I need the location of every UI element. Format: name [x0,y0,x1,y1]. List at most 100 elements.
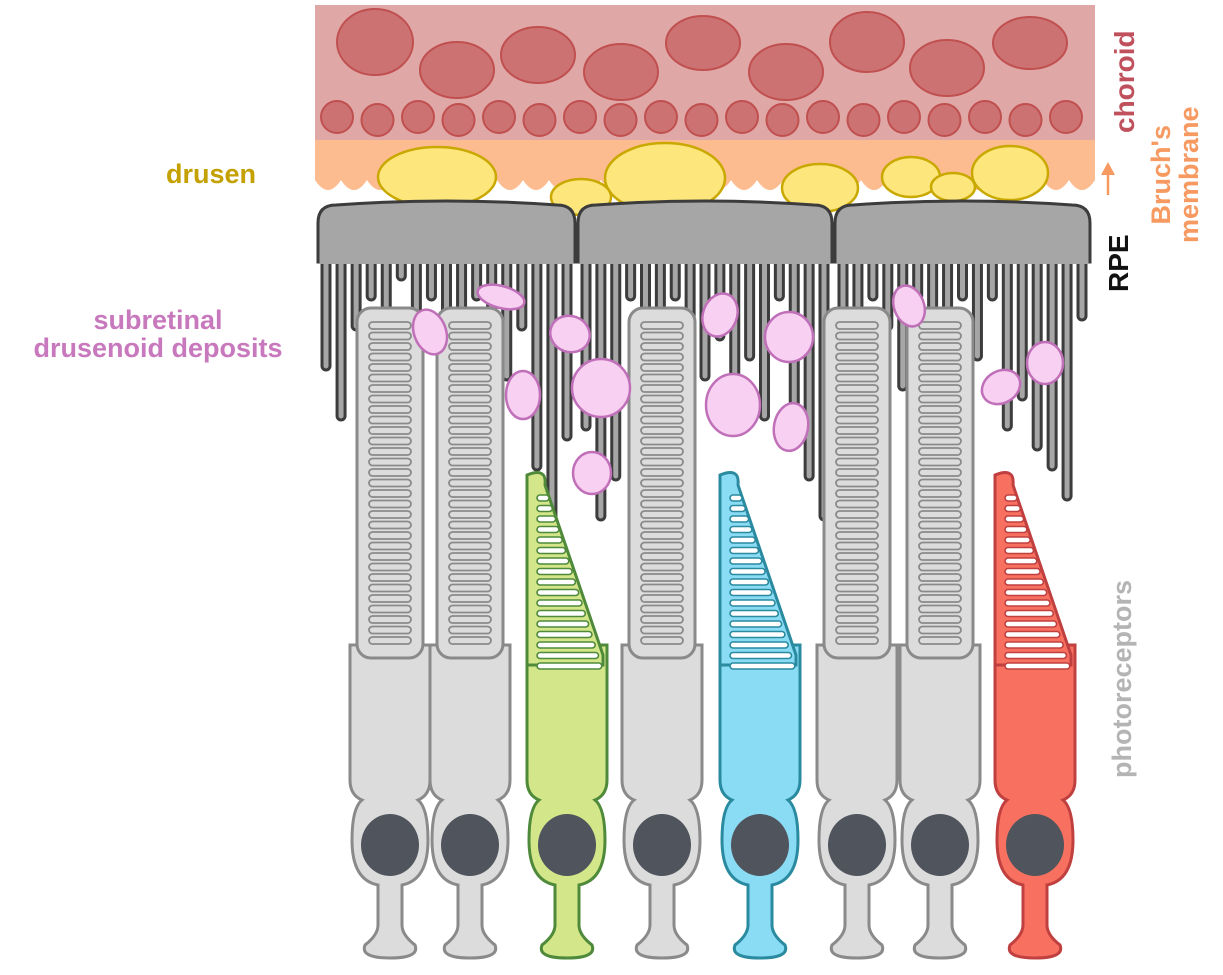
bruchs-membrane-label: Bruch's membrane [1147,106,1204,243]
druse [972,146,1048,200]
choroid-small-vessel [929,104,961,136]
cone-disc [537,600,582,606]
choroid-large-vessel [666,16,740,70]
cone-disc [730,611,778,617]
choroid-small-vessel [524,104,556,136]
rpe-microvillus [533,256,541,470]
photoreceptor-nucleus [441,814,499,876]
rpe-microvillus [805,256,813,480]
subretinal-deposits-label: subretinal drusenoid deposits [8,306,308,363]
cone-disc [537,516,556,522]
photoreceptor-nucleus [361,814,419,876]
bruchs-label-line2: membrane [1175,106,1203,243]
rpe-microvillus [1063,256,1071,500]
choroid-large-vessel [501,27,575,83]
choroid-large-vessel [337,9,413,75]
subretinal-drusenoid-deposit [765,312,813,362]
cone-disc [1005,632,1060,638]
cone-disc [730,495,742,501]
choroid-small-vessel [362,104,394,136]
rpe-cell-base [837,254,1089,264]
cone-disc [537,663,602,669]
cone-disc [1005,569,1040,575]
choroid-small-vessel [645,101,677,133]
cone-disc [537,611,585,617]
rod-cell [622,308,702,958]
cone-disc [730,632,785,638]
cone-green-cell [527,473,607,958]
cone-disc [537,537,562,543]
photoreceptor-nucleus [731,814,789,876]
photoreceptor-body [527,645,607,958]
photoreceptor-body [817,645,897,958]
choroid-large-vessel [993,17,1067,69]
cone-disc [730,621,782,627]
subretinal-drusenoid-deposit [706,374,760,436]
rpe-cell-body [578,201,832,262]
cone-disc [1005,527,1027,533]
cone-disc [730,548,759,554]
subretinal-label-line2: drusenoid deposits [8,334,308,362]
rod-cell [817,308,897,958]
photoreceptor-nucleus [828,814,886,876]
cone-disc [537,642,595,648]
rod-cell [900,308,980,958]
choroid-large-vessel [910,40,984,96]
rpe-cell-body [835,201,1090,262]
druse [931,173,975,201]
subretinal-drusenoid-deposit [572,359,630,417]
photoreceptor-body [430,645,510,958]
choroid-small-vessel [564,101,596,133]
choroid-small-vessel [888,101,920,133]
cone-disc [1005,548,1034,554]
cone-disc [1005,579,1043,585]
choroid-small-vessel [321,101,353,133]
cone-disc [730,558,762,564]
rpe-cell-base [580,254,831,264]
choroid-large-vessel [749,44,823,100]
cone-disc [730,527,752,533]
cone-disc [730,579,768,585]
choroid-small-vessel [848,104,880,136]
choroid-small-vessel [807,101,839,133]
bruchs-arrow-head [1101,162,1115,175]
choroid-layer [315,5,1095,145]
cone-disc [1005,663,1070,669]
cone-disc [730,537,755,543]
rpe-microvillus [548,256,556,520]
choroid-small-vessel [1050,101,1082,133]
cone-disc [537,506,552,512]
photoreceptor-body [720,645,800,958]
cone-disc [1005,558,1037,564]
cone-disc [1005,537,1030,543]
photoreceptor-body [350,645,430,958]
cone-disc [537,632,592,638]
cone-red-cell [995,473,1075,958]
choroid-small-vessel [686,104,718,136]
photoreceptor-body [900,645,980,958]
photoreceptor-body [622,645,702,958]
cone-disc [1005,653,1067,659]
choroid-small-vessel [402,101,434,133]
rpe-microvillus [1078,256,1086,320]
choroid-large-vessel [584,44,658,100]
subretinal-drusenoid-deposit [1027,342,1063,384]
choroid-small-vessel [1010,104,1042,136]
rpe-microvillus [322,256,330,370]
photoreceptor-body [995,645,1075,958]
photoreceptor-nucleus [911,814,969,876]
subretinal-drusenoid-deposit [573,452,611,494]
druse [378,147,496,207]
choroid-small-vessel [605,104,637,136]
choroid-small-vessel [767,104,799,136]
photoreceptor-nucleus [633,814,691,876]
subretinal-drusenoid-deposit [506,371,540,419]
cone-disc [1005,590,1047,596]
cone-disc [537,527,559,533]
cone-disc [1005,621,1057,627]
cone-disc [730,516,749,522]
rpe-microvillus [337,256,345,420]
bruchs-label-line1: Bruch's [1147,106,1175,243]
